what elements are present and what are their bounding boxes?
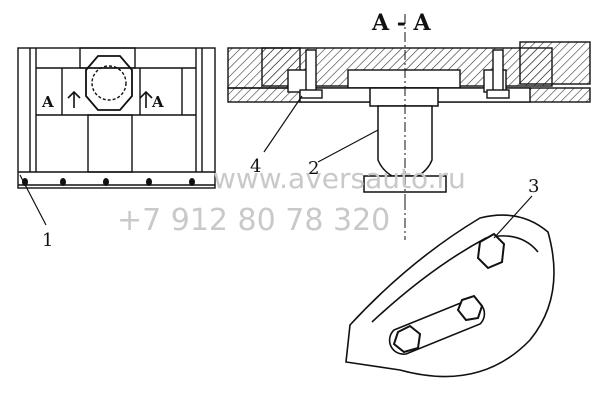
watermark-url: www.aversauto.ru <box>213 162 466 195</box>
callout-2-leader <box>317 129 379 163</box>
callout-3-leader <box>493 195 533 239</box>
watermark-phone: +7 912 80 78 320 <box>117 203 390 238</box>
central-shaft <box>363 14 447 210</box>
bolt-shank-right <box>492 49 504 97</box>
callout-1-label: 1 <box>42 230 53 251</box>
callout-1-leader <box>19 174 47 226</box>
octagonal-hub <box>85 55 133 111</box>
bolt-nut-left <box>299 89 323 99</box>
section-title: A - A <box>371 10 432 36</box>
hub-bolt-circle <box>91 65 127 101</box>
frame-central-column <box>87 114 133 173</box>
view-label-a-left: A <box>41 93 54 111</box>
shaft-collar <box>369 87 439 107</box>
section-markers <box>67 90 153 108</box>
callout-4-label: 4 <box>250 156 261 177</box>
detail-bolt-lower <box>392 324 422 354</box>
rail-bolt <box>146 178 152 186</box>
upper-plate-right <box>519 41 591 85</box>
view-label-a-right: A <box>151 93 164 111</box>
frame-outline <box>17 47 216 189</box>
section-arrow-left-head <box>67 90 81 99</box>
rail-bolt <box>103 178 109 186</box>
section-bolts <box>299 49 510 99</box>
bolt-shank-left <box>305 49 317 97</box>
frame-top-block <box>79 47 136 69</box>
rail-bolt <box>189 178 195 186</box>
callout-3-label: 3 <box>528 176 539 197</box>
detail-view <box>345 200 555 378</box>
callout-2-label: 2 <box>308 158 319 179</box>
frame-view <box>17 47 216 189</box>
detail-bolt-upper <box>476 232 506 270</box>
bolt-nut-right <box>486 89 510 99</box>
rail-bolt <box>22 178 28 186</box>
plate-recess <box>347 69 461 89</box>
section-arrow-right-head <box>139 90 153 99</box>
rail-bolt <box>60 178 66 186</box>
frame-rail-bolts <box>22 178 195 186</box>
callout-4-leader <box>263 95 303 153</box>
detail-bolt-middle <box>456 294 484 322</box>
detail-plate-inner-edge <box>371 235 539 323</box>
